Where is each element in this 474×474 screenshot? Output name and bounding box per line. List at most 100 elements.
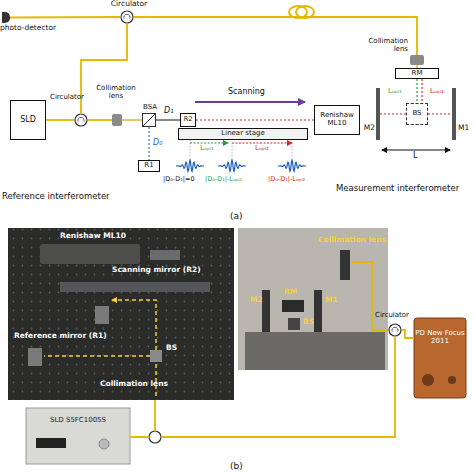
beam-splitter: BSA [142,113,156,127]
device-box: SLD S5FC1005S [26,410,130,432]
circulator-arrow [124,14,130,18]
reference-mirror [282,300,304,312]
fiber-line [352,262,388,330]
node-label: RM [412,70,423,78]
splitter-diagonal [142,113,156,127]
circulator-outline [389,324,401,336]
mirror-mount [95,306,109,324]
collimation-lens: Collimation lens [410,55,424,65]
photo-label: BS [303,318,314,326]
path-length: Lₒₚₗ₂ [430,88,444,96]
photo-label: Reference mirror (R1) [14,332,107,340]
optical-table [8,228,234,400]
circulator: Circulator [120,10,134,24]
beamsplitter-cube [150,350,162,362]
node-label: Circulator [44,93,90,101]
breadboard [245,332,385,370]
opl-arrow [190,142,228,143]
linear-stage: Linear stage [178,128,308,140]
beam-path [421,79,422,103]
photo-label: Collimation lens [100,380,168,388]
fiber-line [46,119,74,121]
collimation-lens: Collimation lens [112,114,122,126]
mirror: M1 [452,88,456,140]
stage-rail [60,282,210,292]
opl-arrow [232,142,292,143]
interferometer-device [40,244,140,264]
photo-label: Scanning mirror (R2) [112,266,201,274]
node-label: Circulator [104,0,154,9]
mirror-mount [28,348,42,366]
fiber-line [10,16,120,18]
device-knob [448,376,456,384]
node-label: SLD S5FC1005S [50,417,106,425]
formula: |D₀-D₁|-Lₒₚₗ₂ [268,176,305,183]
wave-packet [278,160,306,171]
node-label: R1 [144,162,153,170]
mirror-post [314,290,322,332]
photo-detector: photo-detector [2,12,10,23]
section-title: Measurement interferometer [336,184,459,193]
panel-label: (a) [230,212,243,222]
formula: |D₀-D₁|-Lₒₚₗ₁ [205,176,242,183]
mirror-post [262,290,270,332]
photo-background [8,228,234,400]
dimension-arrow [382,150,450,151]
node-label: BSA [140,103,160,111]
lens-post [340,250,350,280]
scanning-arrow [195,101,305,103]
section-title: Reference interferometer [2,192,110,201]
mirror-box: R1 [138,160,160,172]
wave-packet [218,160,246,171]
caption-text: Scanning [228,88,265,97]
path-length: Lₒₚₗ₁ [200,145,214,153]
photo-label: M1 [325,296,338,304]
node-label: Linear stage [221,130,264,138]
circulator-symbol [388,323,402,337]
circulator-symbol [120,10,134,24]
photo-label: M2 [250,296,263,304]
panel-label: (b) [230,462,243,472]
device-display [36,438,66,448]
fiber-line [402,330,414,338]
node-label: Collimation lens [92,84,140,100]
mirror-box: RM [395,68,439,79]
formula: |D₀-D₁|=0 [163,176,195,183]
beam-path [156,120,180,121]
beam-path [416,79,417,103]
node-label: R2 [184,116,193,123]
interferometer-box: Renishaw ML10 [314,105,360,135]
edge-label: D₁ [164,106,173,115]
beamsplitter-cube [288,318,300,330]
fiber-line [88,119,112,121]
edge-label: D₀ [153,138,162,147]
laser-head [150,250,180,260]
fiber-line [134,17,417,55]
dimension-label: L [413,152,417,161]
beam-splitter: BS [406,103,428,125]
node-label: Collimation lens [364,37,408,53]
circulator-arrow [78,117,84,121]
node-label: BS [412,110,421,118]
path-length: Lₒₚₗ₁ [388,88,402,96]
photo-background [238,228,388,370]
circulator-arrow [392,327,398,331]
node-label: photo-detector [0,24,70,33]
mirror-box: R2 [180,113,196,127]
device-knob [422,374,434,386]
source-box: SLD [10,100,46,140]
circulator-symbol [74,113,88,127]
source-device [26,408,130,464]
beam-path [149,127,150,160]
node-label: PD New Focus 2011 [414,330,466,345]
beam-path [428,113,452,114]
photo-label: RM [284,288,297,296]
beam-path [196,119,314,120]
node-label: Circulator [368,311,416,319]
node-label: SLD [20,116,36,125]
device-knob [99,439,109,449]
circulator: Circulator [74,113,88,127]
beam-path [122,119,142,120]
node-label: Renishaw ML10 [315,112,359,127]
circulator-symbol [149,431,161,443]
